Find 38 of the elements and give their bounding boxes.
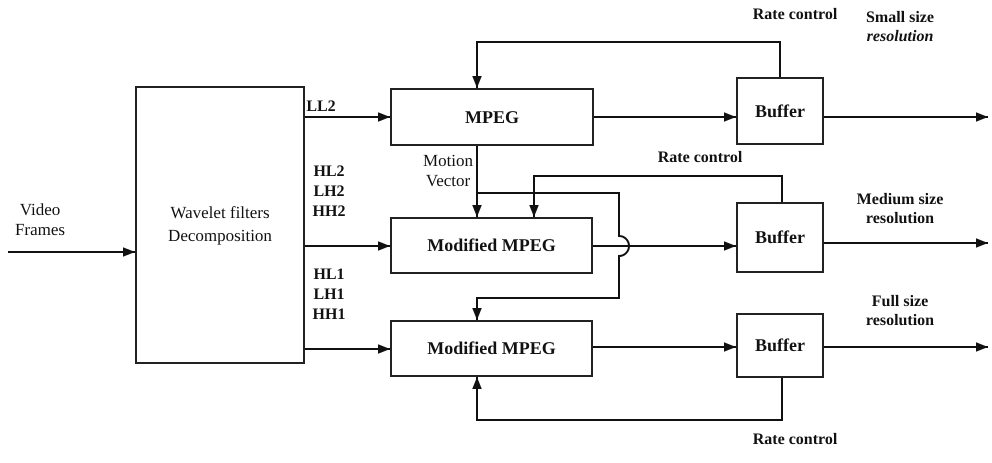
box-label: Buffer: [755, 334, 805, 358]
edge-label: Small size resolution: [865, 8, 935, 46]
edge-label: Medium size resolution: [856, 190, 944, 228]
edge-label: LL2: [305, 97, 337, 116]
arrow: [8, 247, 135, 257]
process-box: [390, 217, 593, 274]
edge-label: Rate control: [752, 5, 838, 24]
arrow: [305, 241, 390, 251]
process-box: [390, 88, 594, 146]
arrow: [593, 342, 736, 352]
process-box: [390, 320, 593, 377]
edge-label: HL2 LH2 HH2: [312, 162, 346, 222]
process-box: [736, 202, 824, 273]
arrow: [824, 238, 988, 248]
process-box: [736, 77, 824, 145]
arrow: [472, 377, 783, 421]
edge-label: Full size resolution: [864, 292, 936, 330]
box-label: MPEG: [465, 106, 519, 129]
box-label: Buffer: [755, 100, 805, 123]
arrow: [305, 344, 390, 354]
arrow: [593, 241, 736, 251]
box-label: Modified MPEG: [427, 337, 556, 360]
edge-label: Rate control: [656, 148, 744, 168]
box-label: Modified MPEG: [427, 234, 556, 258]
process-box: [736, 313, 824, 378]
edge-label: Rate control: [752, 430, 838, 450]
box-label: Buffer: [755, 226, 805, 250]
arrow: [824, 112, 988, 122]
process-box: [135, 86, 305, 364]
edge-label: HL1 LH1 HH1: [312, 265, 346, 325]
arrow: [305, 112, 390, 122]
edge-label: Motion Vector: [422, 151, 474, 192]
arrow: [824, 342, 988, 352]
box-label: Wavelet filters Decomposition: [167, 202, 273, 247]
arrow: [529, 175, 783, 217]
edge-label: Video Frames: [14, 200, 66, 241]
arrow: [472, 41, 781, 88]
arrow: [594, 112, 736, 122]
